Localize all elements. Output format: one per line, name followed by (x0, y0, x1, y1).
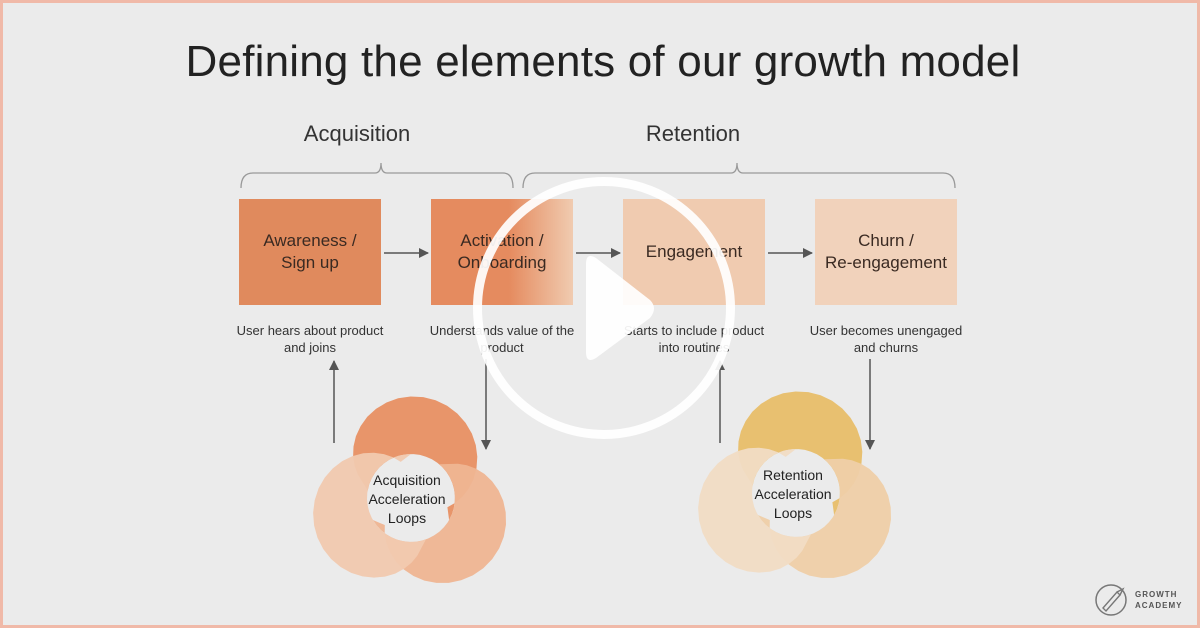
play-icon (586, 256, 654, 360)
stage-box-churn: Churn / Re-engagement (815, 199, 957, 305)
retention-loop-swirl (698, 391, 891, 578)
play-button[interactable] (473, 177, 735, 439)
brace-acquisition (240, 162, 514, 189)
logo-text: GROWTH ACADEMY (1135, 590, 1183, 610)
retention-loop-label: Retention Acceleration Loops (754, 467, 832, 521)
group-label-acquisition: Acquisition (303, 121, 411, 146)
stage-box-awareness: Awareness / Sign up (239, 199, 381, 305)
stage-description-churn: User becomes unengaged and churns (809, 323, 963, 355)
rocket-icon (1095, 584, 1127, 616)
group-label-retention: Retention (645, 121, 741, 146)
brace-retention (522, 162, 956, 189)
slide-title: Defining the elements of our growth mode… (185, 37, 1021, 86)
acquisition-loop-swirl (313, 396, 507, 583)
acquisition-loop-label: Acquisition Acceleration Loops (368, 472, 446, 526)
stage-description-awareness: User hears about product and joins (236, 323, 384, 355)
